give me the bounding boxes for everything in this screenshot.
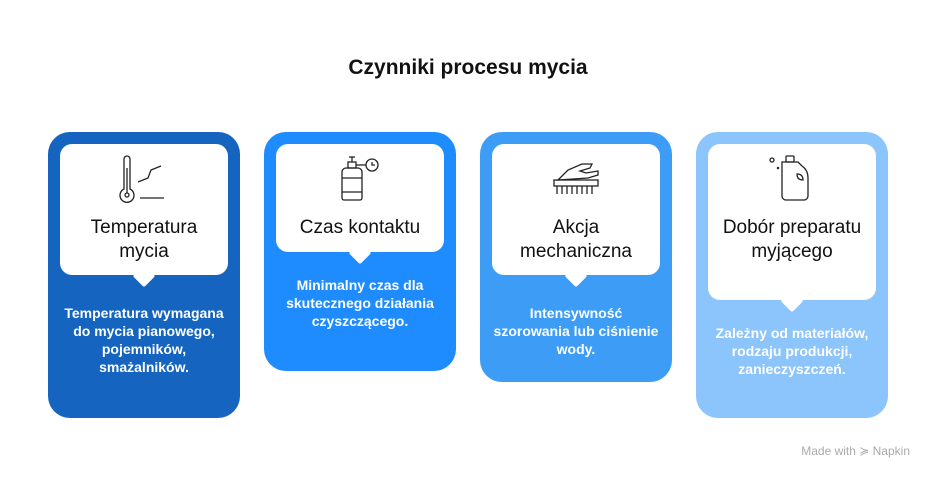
card-description: Temperatura wymagana do mycia pianowego,… (64, 305, 224, 375)
thermometer-icon (119, 155, 164, 203)
card-heading: Dobór preparatu myjącego (722, 217, 862, 262)
detergent-bottle-icon (769, 155, 809, 201)
scrub-brush-icon (553, 163, 599, 194)
card-header: Temperatura mycia (60, 144, 228, 275)
card-contact-time: Czas kontaktu Minimalny czas dla skutecz… (264, 132, 456, 371)
card-temperature: Temperatura mycia Temperatura wymagana d… (48, 132, 240, 418)
card-detergent-choice: Dobór preparatu myjącego Zależny od mate… (696, 132, 888, 418)
card-description: Intensywność szorowania lub ciśnienie wo… (493, 305, 659, 357)
card-header: Dobór preparatu myjącego (708, 144, 876, 300)
card-description: Minimalny czas dla skutecznego działania… (286, 277, 434, 329)
card-header: Akcja mechaniczna (492, 144, 660, 275)
spray-timer-icon (341, 156, 379, 201)
page-title: Czynniki procesu mycia (348, 56, 588, 79)
napkin-watermark: Made with ≽ Napkin (801, 444, 910, 458)
card-heading: Akcja mechaniczna (520, 217, 632, 262)
card-header: Czas kontaktu (276, 144, 444, 252)
card-heading: Temperatura mycia (90, 217, 198, 262)
card-description: Zależny od materiałów, rodzaju produkcji… (715, 325, 869, 377)
card-mechanical-action: Akcja mechaniczna Intensywność szorowani… (480, 132, 672, 382)
card-heading: Czas kontaktu (299, 217, 421, 238)
